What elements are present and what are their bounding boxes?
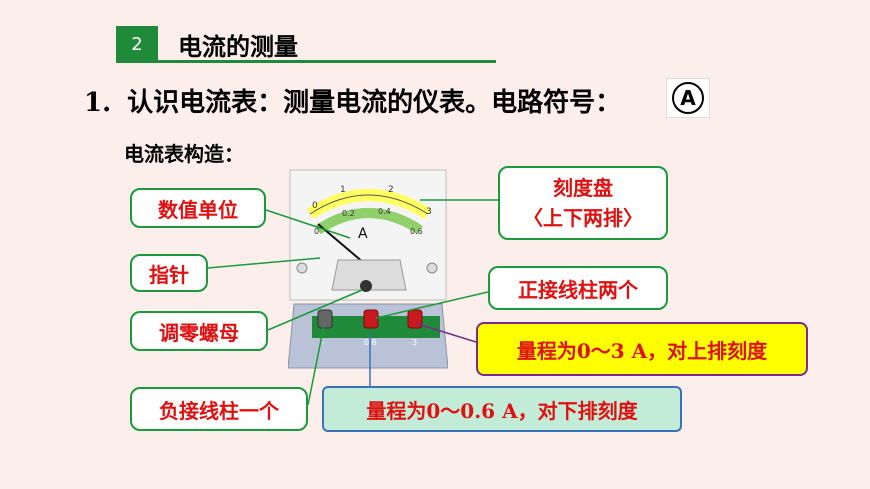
section-number-badge: 2 <box>116 26 158 62</box>
range-big-prefix: 量程为 <box>516 338 577 363</box>
positive-terminal-0-6 <box>363 309 379 329</box>
range-big-value: 0～3 A <box>576 338 648 363</box>
callout-dial: 刻度盘 〈上下两排〉 <box>498 166 668 240</box>
section-title: 电流的测量 <box>178 33 298 61</box>
range-small-value: 0～0.6 A <box>426 398 518 423</box>
lower-tick-2: 0.4 <box>378 207 391 216</box>
callout-needle: 指针 <box>130 254 208 292</box>
ammeter-symbol-circle: A <box>672 82 704 114</box>
terminal-label-neg: - <box>322 338 325 347</box>
ammeter-symbol: A <box>666 78 710 118</box>
ammeter-illustration: 0 1 2 3 0 0.2 0.4 0.6 A - 0.6 3 <box>288 169 448 369</box>
unit-label: A <box>358 226 368 242</box>
title-underline <box>116 60 496 63</box>
definition-line: 1. 认识电流表：测量电流的仪表。电路符号： <box>84 82 621 119</box>
meter-window <box>331 259 407 291</box>
lower-tick-0: 0 <box>314 227 319 236</box>
positive-terminal-3 <box>407 309 423 329</box>
range-small-suffix: ，对下排刻度 <box>517 398 638 423</box>
item-index: 1. <box>84 88 112 118</box>
callout-dial-title: 刻度盘 <box>553 176 613 200</box>
upper-tick-3: 3 <box>426 207 432 217</box>
structure-heading: 电流表构造： <box>124 142 244 166</box>
callout-positive-terminals: 正接线柱两个 <box>488 266 668 310</box>
zero-adjust-screw <box>360 280 372 292</box>
definition-text: 认识电流表：测量电流的仪表。电路符号： <box>127 88 622 118</box>
terminal-label-3: 3 <box>412 338 417 347</box>
range-big-suffix: ，对上排刻度 <box>647 338 768 363</box>
lower-tick-3: 0.6 <box>410 227 423 236</box>
ammeter-symbol-letter: A <box>680 86 696 110</box>
upper-tick-2: 2 <box>388 185 394 195</box>
upper-tick-1: 1 <box>340 185 346 195</box>
negative-terminal <box>317 309 333 329</box>
terminal-label-0-6: 0.6 <box>364 338 377 347</box>
left-screw <box>296 262 308 274</box>
callout-dial-subtitle: 〈上下两排〉 <box>523 206 643 230</box>
callout-value-unit: 数值单位 <box>130 188 266 228</box>
right-screw <box>426 262 438 274</box>
callout-zero-adjust: 调零螺母 <box>130 311 268 351</box>
range-small-prefix: 量程为 <box>366 398 427 423</box>
callout-negative-terminal: 负接线柱一个 <box>130 387 308 431</box>
upper-tick-0: 0 <box>312 201 318 211</box>
lower-tick-1: 0.2 <box>342 209 355 218</box>
